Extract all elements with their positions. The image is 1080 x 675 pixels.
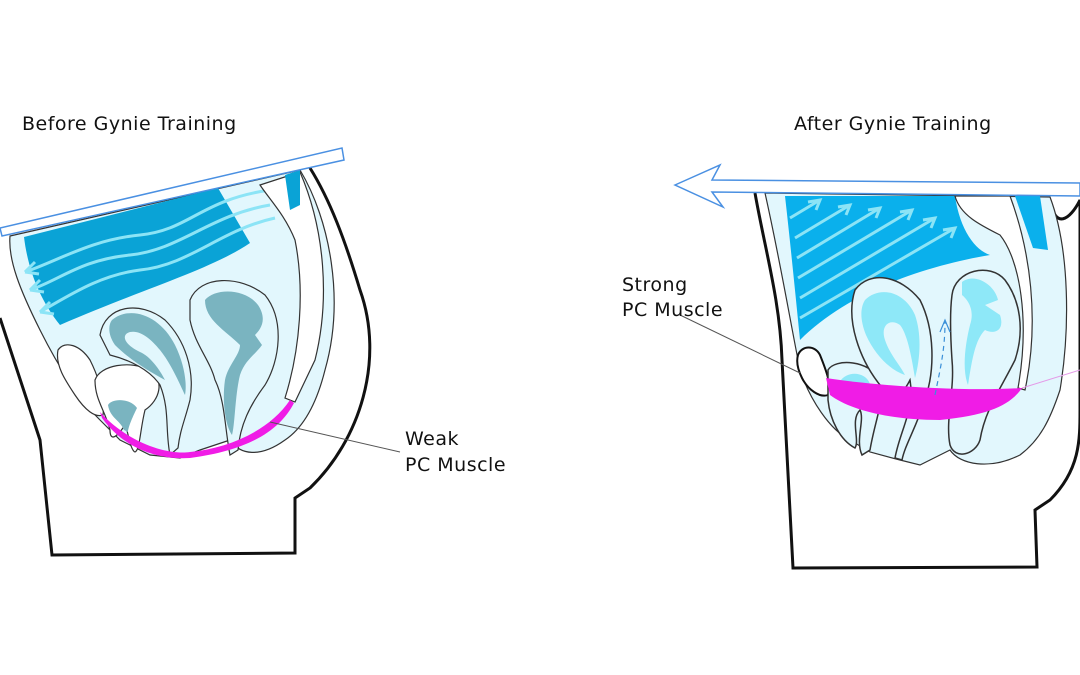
muscle-extension-line [1021,369,1080,389]
pubic-bone-before [56,344,105,417]
rectum-fill-after [962,278,1002,385]
spine-before [259,171,325,403]
before-diagram [0,147,401,557]
weak-label-line2: PC Muscle [405,454,507,476]
spine-after [954,195,1033,391]
spine-segment-dark-after [1015,196,1048,250]
abdominal-wall-double-arrow [673,163,1080,209]
uterus-fill-after [861,292,920,378]
strong-label-line2: PC Muscle [622,299,724,321]
pc-muscle-after [826,378,1022,420]
lift-arrow-dashed [934,321,946,396]
weak-label-leader [269,421,401,453]
downward-pressure-arrows [23,188,276,316]
pc-muscle-before [100,400,294,459]
after-diagram [673,163,1080,570]
bladder-fill-before [108,400,137,432]
after-title: After Gynie Training [794,113,992,135]
spine-segment-dark-before [285,170,300,210]
before-title: Before Gynie Training [22,113,237,135]
weak-label-line1: Weak [405,428,460,450]
abdominal-wall-bar-before [0,147,345,237]
uterus-fill-before [109,313,186,395]
lift-arrowhead [939,318,951,333]
strong-label-line1: Strong [622,274,688,296]
rectum-fill-before [205,291,263,435]
strong-label-leader [679,314,801,374]
upward-lift-arrows [789,198,958,320]
